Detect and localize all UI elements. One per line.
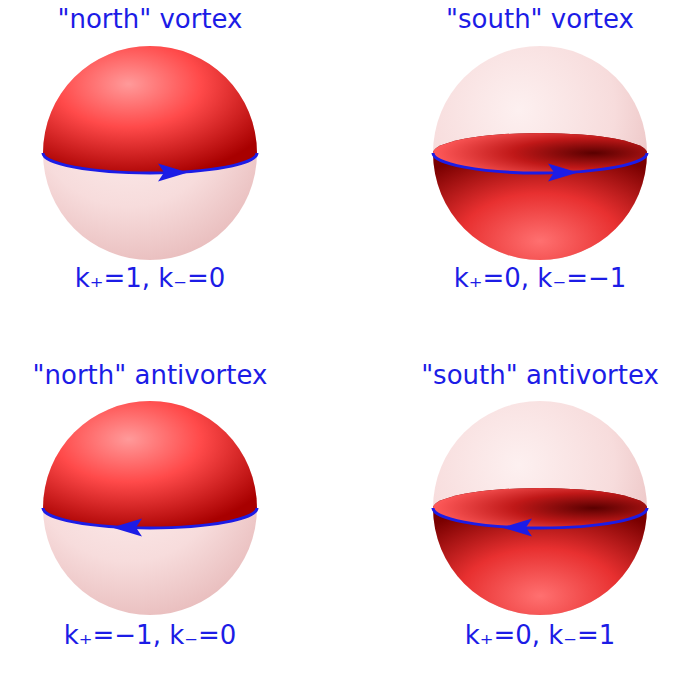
equator-loop [43, 153, 257, 173]
sphere [43, 401, 257, 615]
colored-hemisphere [433, 133, 647, 260]
equator-loop [433, 508, 647, 528]
pale-sphere [43, 401, 257, 615]
circulation-arrow [548, 164, 578, 182]
colored-hemisphere [433, 488, 647, 615]
equator-loop [433, 153, 647, 173]
sphere-label: k₊=0, k₋=−1 [454, 263, 627, 294]
sphere-label: "south" antivortex [421, 360, 659, 391]
circulation-arrow [158, 164, 188, 182]
sphere-label: k₊=−1, k₋=0 [64, 620, 237, 651]
sphere-label: k₊=1, k₋=0 [75, 263, 226, 294]
circulation-arrow [502, 519, 532, 537]
colored-hemisphere [43, 401, 257, 528]
equator-loop [43, 508, 257, 528]
hemisphere-opening [433, 133, 647, 173]
sphere-label: "north" vortex [57, 4, 242, 35]
pale-sphere [43, 46, 257, 260]
sphere-label: k₊=0, k₋=1 [465, 620, 616, 651]
sphere [433, 401, 647, 615]
sphere-label: "north" antivortex [33, 360, 268, 391]
pale-sphere [433, 46, 647, 260]
circulation-arrow [112, 519, 142, 537]
hemisphere-opening [433, 488, 647, 528]
sphere-label: "south" vortex [446, 4, 634, 35]
sphere [43, 46, 257, 260]
colored-hemisphere [43, 46, 257, 173]
pale-sphere [433, 401, 647, 615]
sphere [433, 46, 647, 260]
